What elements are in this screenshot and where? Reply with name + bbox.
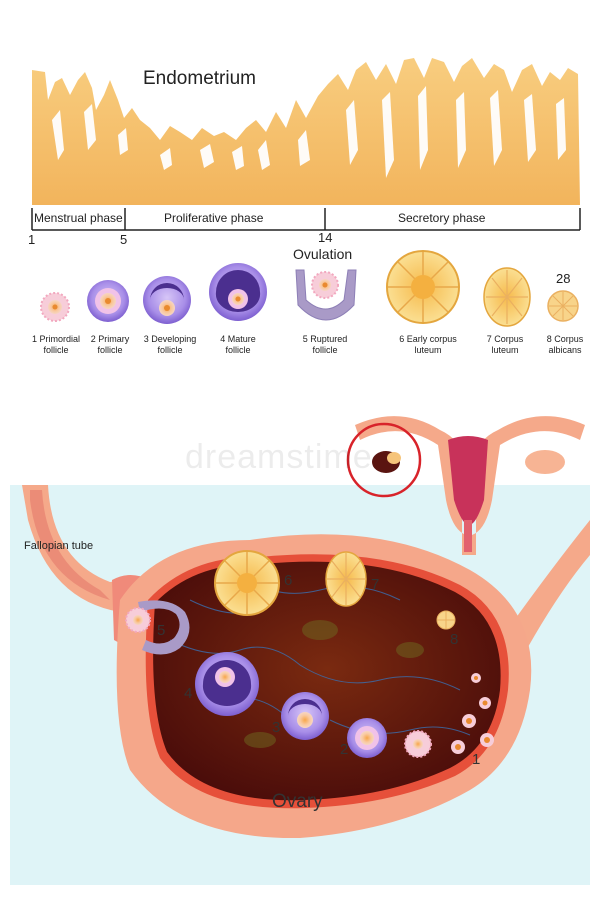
day-1-label: 1	[28, 232, 36, 247]
follicle-stage-7	[483, 267, 531, 327]
ovary-follicle-7	[325, 551, 367, 607]
ovary-number-7: 7	[371, 576, 380, 593]
secretory-phase-label: Secretory phase	[398, 211, 486, 225]
ovary-number-3: 3	[272, 719, 281, 736]
follicle-stage-6	[386, 250, 460, 324]
ovary-follicle-8	[436, 610, 456, 630]
follicle-stage-2	[87, 280, 129, 322]
ovary-follicle-6	[214, 550, 280, 616]
day-28-label: 28	[556, 271, 571, 286]
follicle-stage-8	[547, 290, 579, 322]
ovary-follicle-2	[347, 718, 387, 758]
inset-highlight-circle	[346, 422, 422, 498]
endometrium-layer	[32, 58, 580, 205]
phase-timeline	[31, 208, 581, 231]
ovary-number-1: 1	[472, 751, 481, 768]
day-14-label: 14	[318, 230, 333, 245]
ovary-number-8: 8	[450, 631, 459, 648]
endometrium-title: Endometrium	[143, 68, 256, 89]
ovary-follicle-1	[404, 673, 494, 758]
ovary-follicle-3	[281, 692, 329, 740]
watermark: dreamstime	[185, 438, 373, 476]
ovary-follicle-4	[195, 652, 259, 716]
follicle-stage-1	[40, 292, 70, 322]
ovary-follicle-5	[125, 600, 190, 655]
ovary-number-2: 2	[340, 741, 349, 758]
ovary-number-4: 4	[184, 685, 193, 702]
ovary-number-5: 5	[157, 622, 166, 639]
day-5-label: 5	[120, 232, 128, 247]
proliferative-phase-label: Proliferative phase	[164, 211, 264, 225]
uterus-inset	[346, 416, 585, 555]
follicle-stage-5	[295, 269, 357, 321]
ovary-number-6: 6	[284, 572, 293, 589]
menstrual-phase-label: Menstrual phase	[34, 211, 123, 225]
ovary-label: Ovary	[272, 791, 323, 812]
ovulation-label: Ovulation	[293, 246, 353, 262]
fallopian-tube-label: Fallopian tube	[24, 540, 94, 552]
follicle-stage-4	[209, 263, 267, 321]
follicle-stage-3	[143, 276, 191, 324]
